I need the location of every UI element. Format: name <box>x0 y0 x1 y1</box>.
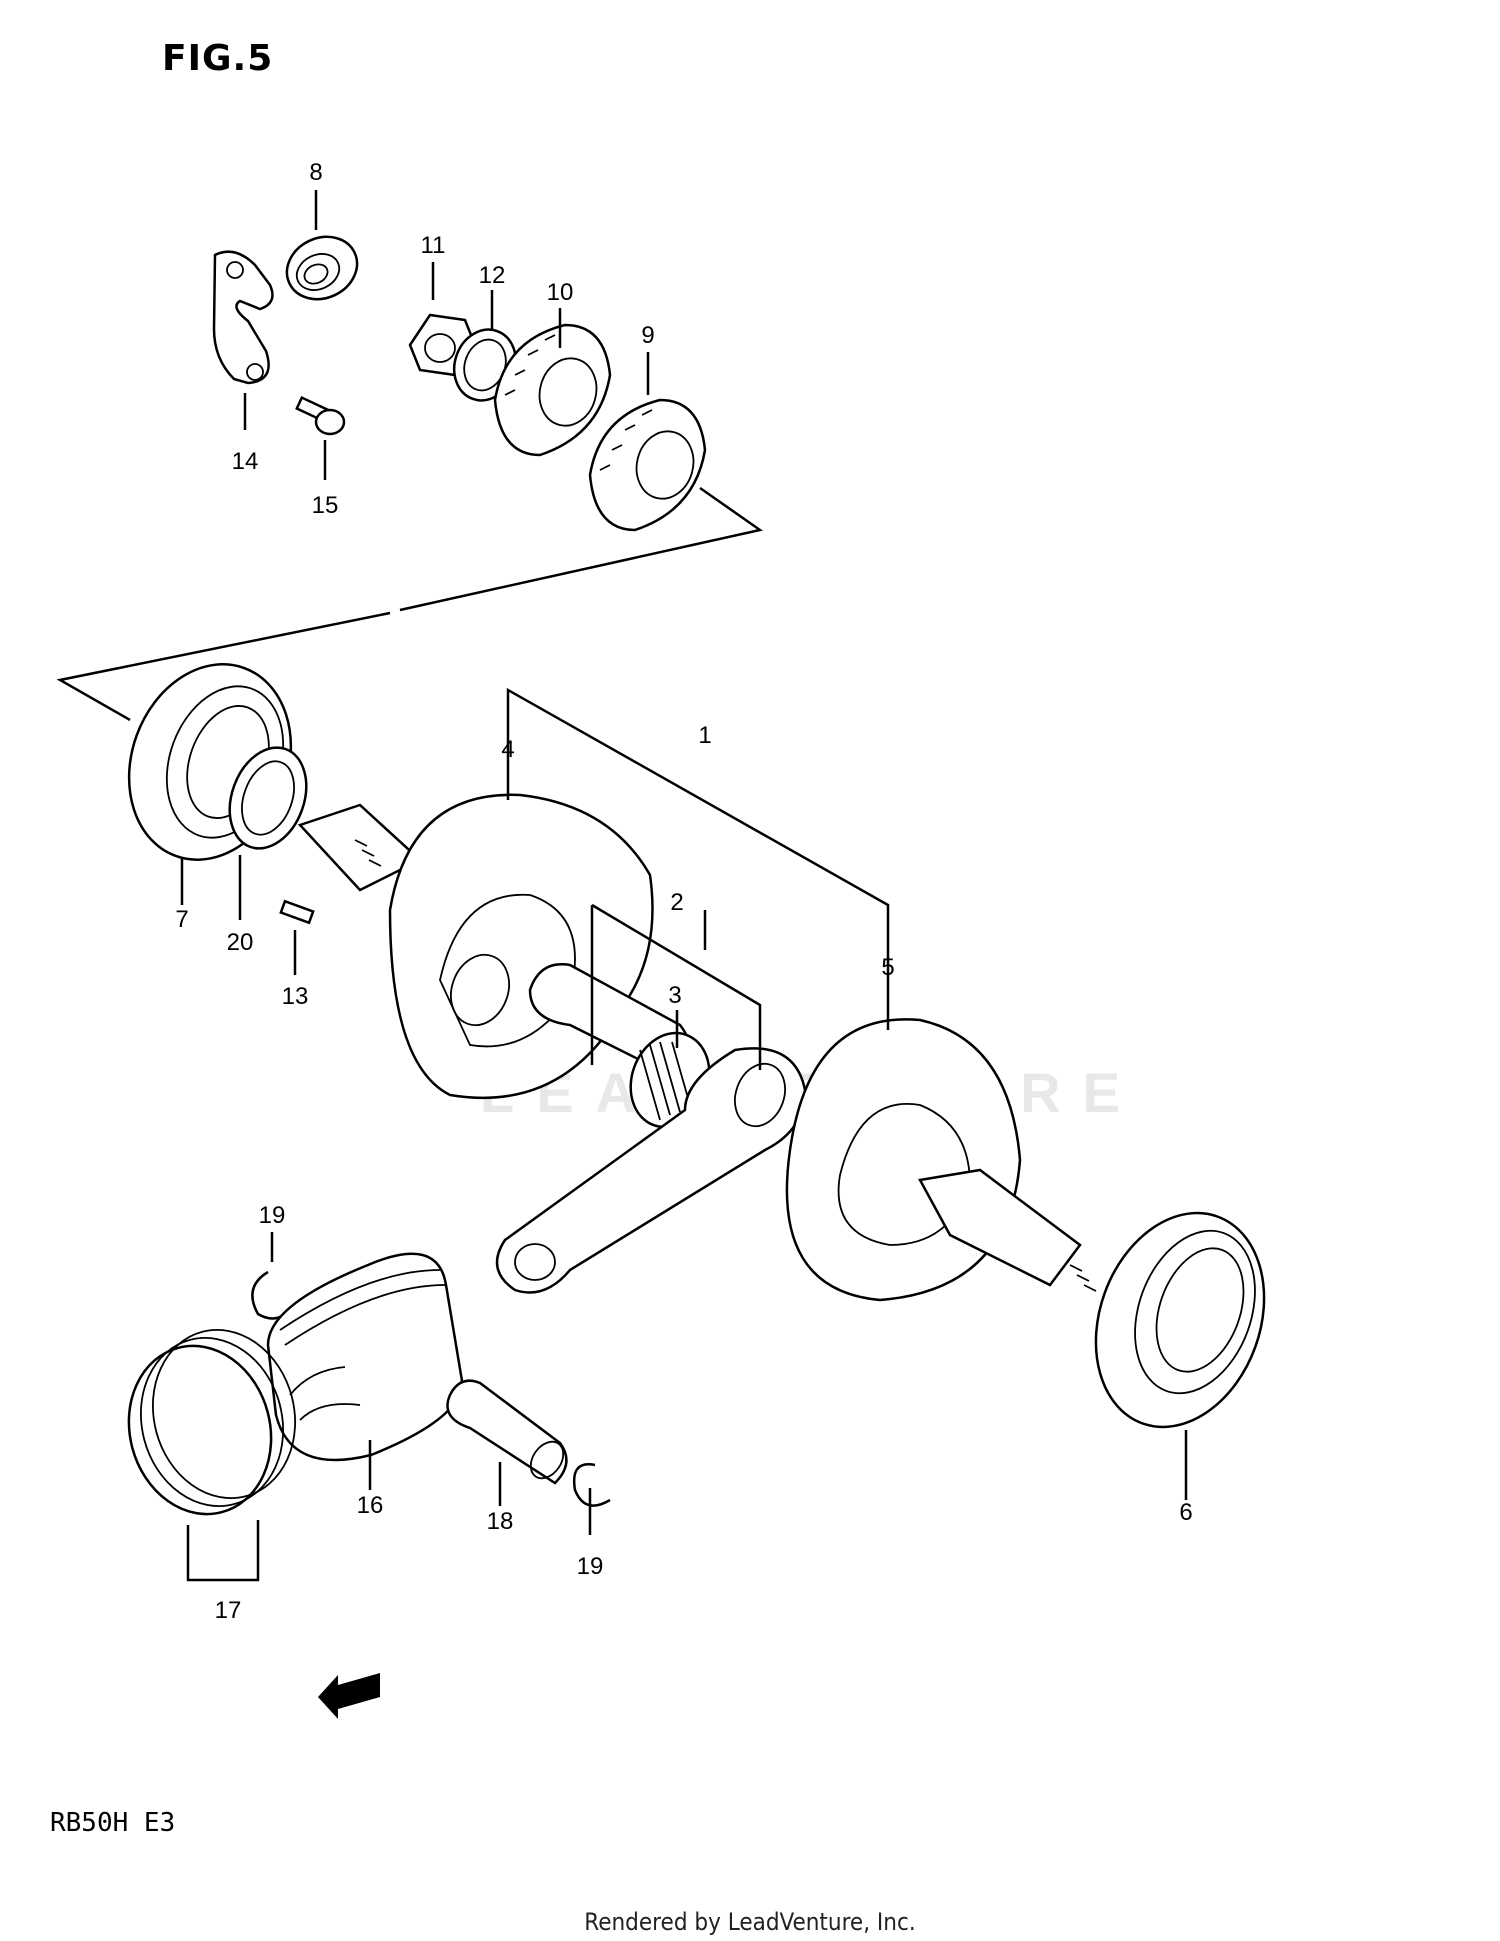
callout-12: 12 <box>479 262 506 289</box>
shim-washer-part[interactable] <box>216 737 319 859</box>
fwd-label: FWD <box>338 1684 370 1700</box>
right-bearing-part[interactable] <box>1067 1189 1293 1450</box>
drive-gear-part[interactable] <box>493 323 612 457</box>
callout-3: 3 <box>668 982 681 1009</box>
callout-1: 1 <box>698 722 711 749</box>
piston-rings-part[interactable] <box>110 1314 313 1530</box>
callout-17: 17 <box>215 1597 242 1624</box>
fwd-arrow-icon: FWD <box>318 1673 380 1719</box>
callout-5: 5 <box>881 954 894 981</box>
callout-15: 15 <box>312 492 339 519</box>
right-flywheel-part[interactable] <box>785 1018 1022 1302</box>
screw-part[interactable] <box>295 395 346 436</box>
callout-6: 6 <box>1179 1499 1192 1526</box>
callout-9: 9 <box>641 322 654 349</box>
callout-11: 11 <box>421 232 446 259</box>
leader-lines <box>180 190 1188 1535</box>
callout-13: 13 <box>282 983 309 1010</box>
callout-16: 16 <box>357 1492 384 1519</box>
footer-credit: Rendered by LeadVenture, Inc. <box>584 1908 916 1936</box>
callout-7: 7 <box>175 906 188 933</box>
small-bearing-part[interactable] <box>277 226 368 311</box>
model-label: RB50H E3 <box>50 1808 176 1838</box>
bracket-part[interactable] <box>212 250 274 385</box>
left-flywheel-part[interactable] <box>388 793 654 1100</box>
piston-part[interactable] <box>266 1252 464 1462</box>
callout-14: 14 <box>232 448 259 475</box>
callout-20: 20 <box>227 929 254 956</box>
callout-19-top: 19 <box>259 1202 286 1229</box>
callout-4: 4 <box>501 736 514 763</box>
woodruff-key-part[interactable] <box>279 899 315 925</box>
callout-19-bottom: 19 <box>577 1553 604 1580</box>
figure-title: FIG.5 <box>162 38 274 79</box>
callout-labels: 1 2 3 4 5 6 7 8 9 10 11 12 13 14 15 16 1… <box>175 159 1192 1624</box>
driven-gear-part[interactable] <box>588 398 707 532</box>
piston-pin-part[interactable] <box>446 1379 570 1485</box>
callout-10: 10 <box>547 279 574 306</box>
callout-18: 18 <box>487 1508 514 1535</box>
ring-circlip-bottom-part[interactable] <box>572 1463 611 1507</box>
callout-8: 8 <box>309 159 322 186</box>
callout-2: 2 <box>670 889 683 916</box>
